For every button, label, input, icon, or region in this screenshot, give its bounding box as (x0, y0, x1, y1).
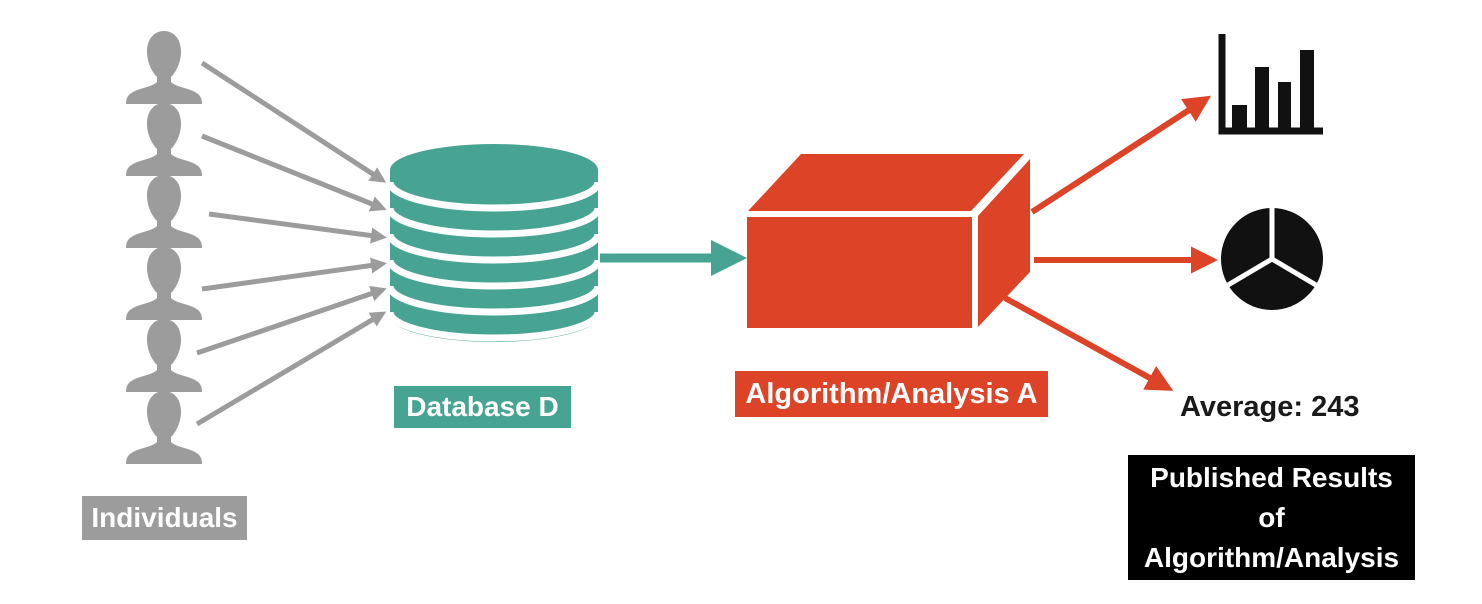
input-arrow (201, 257, 387, 292)
person-icon (126, 391, 202, 464)
box-front-face (747, 217, 972, 328)
bar-chart-axes (1218, 34, 1323, 135)
average-result-text: Average: 243 (1180, 390, 1360, 423)
input-arrow (208, 211, 387, 244)
3d-box-icon (747, 154, 1030, 328)
input-arrow (201, 133, 387, 212)
person-icon (126, 175, 202, 248)
bar (1278, 82, 1291, 128)
person-icon (126, 247, 202, 320)
published-results-line: Published Results (1150, 461, 1393, 493)
input-arrow (200, 60, 387, 183)
bar (1232, 105, 1247, 128)
published-results-box: Published Results of Algorithm/Analysis (1128, 455, 1415, 580)
disc-separator (386, 181, 602, 212)
output-arrow-bar-chart (1030, 95, 1212, 215)
pie-divider (1226, 256, 1274, 288)
input-arrow (196, 285, 387, 356)
database-cylinder-icon (386, 144, 602, 342)
disc-separator (386, 259, 602, 290)
bar-chart-icon (1218, 34, 1323, 135)
database-disc-separators (386, 181, 602, 342)
person-icon (126, 103, 202, 176)
pie-chart-icon (1221, 208, 1323, 310)
disc-separator (386, 285, 602, 316)
person-icon (126, 31, 202, 104)
published-results-line: Algorithm/Analysis (1143, 541, 1400, 573)
pie-slice-lines (1226, 208, 1318, 288)
input-arrow (195, 311, 387, 427)
disc-separator (386, 207, 602, 238)
bar (1300, 50, 1314, 128)
disc-separator (386, 233, 602, 264)
algorithm-to-output-arrows (1003, 95, 1218, 391)
individuals-label: Individuals (82, 496, 247, 540)
box-top-face (748, 154, 1024, 211)
database-label: Database D (394, 386, 571, 428)
pie-divider (1270, 256, 1318, 288)
disc-separator (386, 311, 602, 342)
database-body (390, 144, 598, 342)
individuals-group (126, 31, 202, 464)
algorithm-label: Algorithm/Analysis A (735, 371, 1048, 417)
person-icon (126, 319, 202, 392)
output-arrow-average (1003, 295, 1174, 391)
bar (1255, 67, 1269, 128)
box-right-face (978, 159, 1030, 327)
published-results-line: of (1258, 501, 1285, 533)
individuals-to-database-arrows (195, 60, 387, 427)
